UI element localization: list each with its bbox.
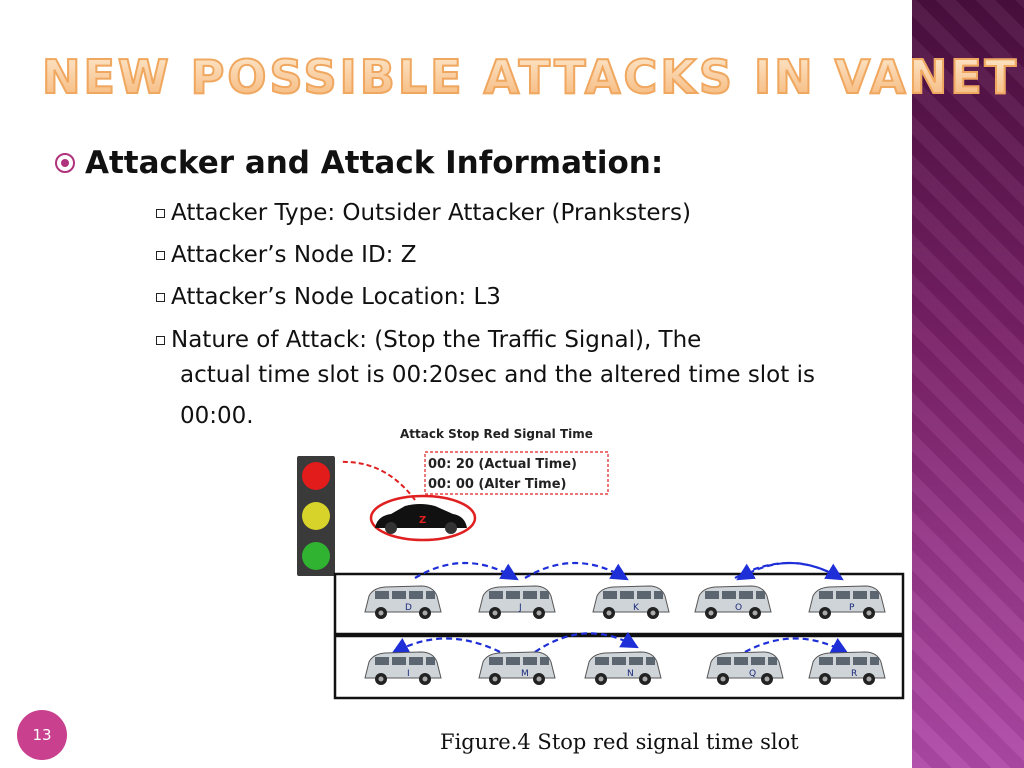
sub-bullet-3: Attacker’s Node Location: L3 (156, 284, 501, 310)
continuation-line-1: actual time slot is 00:20sec and the alt… (180, 362, 815, 388)
square-bullet-icon (156, 209, 165, 218)
page-number-badge: 13 (17, 710, 67, 760)
yellow-light-icon (302, 502, 330, 530)
attack-arrow (339, 460, 416, 501)
figure-caption: Figure.4 Stop red signal time slot (440, 730, 799, 754)
actual-time-label: 00: 20 (Actual Time) (428, 457, 577, 472)
vehicle-label: O (735, 603, 742, 613)
sub-bullet-3-text: Attacker’s Node Location: L3 (171, 284, 501, 310)
vehicle-label: D (405, 603, 412, 613)
sub-bullet-4-text: Nature of Attack: (Stop the Traffic Sign… (171, 327, 702, 353)
flow-arrow (744, 637, 849, 655)
attack-figure: Attack Stop Red Signal Time 00: 20 (Actu… (297, 427, 905, 700)
square-bullet-icon (156, 293, 165, 302)
page-number: 13 (32, 726, 52, 744)
flow-arrow (391, 637, 501, 655)
sub-bullet-2-text: Attacker’s Node ID: Z (171, 242, 417, 268)
green-light-icon (302, 542, 330, 570)
vehicle-label: M (521, 669, 529, 679)
flow-arrow (534, 631, 639, 653)
flow-arrow (414, 562, 519, 581)
time-box (424, 451, 609, 495)
vehicle-label: Q (749, 669, 756, 679)
vehicle-label: K (633, 603, 640, 613)
sub-bullet-1-text: Attacker Type: Outsider Attacker (Pranks… (171, 200, 691, 226)
attacker-label: Z (419, 515, 426, 526)
figure-header: Attack Stop Red Signal Time (400, 427, 593, 441)
red-light-icon (302, 462, 330, 490)
continuation-line-2: 00:00. (180, 403, 254, 429)
slide-title: NEW POSSIBLE ATTACKS IN VANET (41, 49, 1020, 105)
sub-bullet-4: Nature of Attack: (Stop the Traffic Sign… (156, 327, 701, 353)
bullet-heading-text: Attacker and Attack Information: (85, 145, 664, 181)
radio-bullet-icon (55, 153, 75, 173)
flow-arrow (736, 562, 841, 581)
flow-arrow (524, 562, 629, 581)
attacker-car-icon (375, 504, 467, 534)
square-bullet-icon (156, 336, 165, 345)
bullet-heading: Attacker and Attack Information: (55, 145, 663, 181)
side-decoration-band (912, 0, 1024, 768)
vehicle-label: J (518, 603, 522, 613)
vehicle-label: P (849, 603, 855, 613)
vehicle-label: R (851, 669, 857, 679)
square-bullet-icon (156, 251, 165, 260)
attacker-highlight (369, 494, 477, 542)
sub-bullet-2: Attacker’s Node ID: Z (156, 242, 416, 268)
vehicle-label: N (627, 669, 634, 679)
sub-bullet-1: Attacker Type: Outsider Attacker (Pranks… (156, 200, 691, 226)
vehicle-label: I (407, 669, 410, 679)
alter-time-label: 00: 00 (Alter Time) (428, 477, 567, 492)
